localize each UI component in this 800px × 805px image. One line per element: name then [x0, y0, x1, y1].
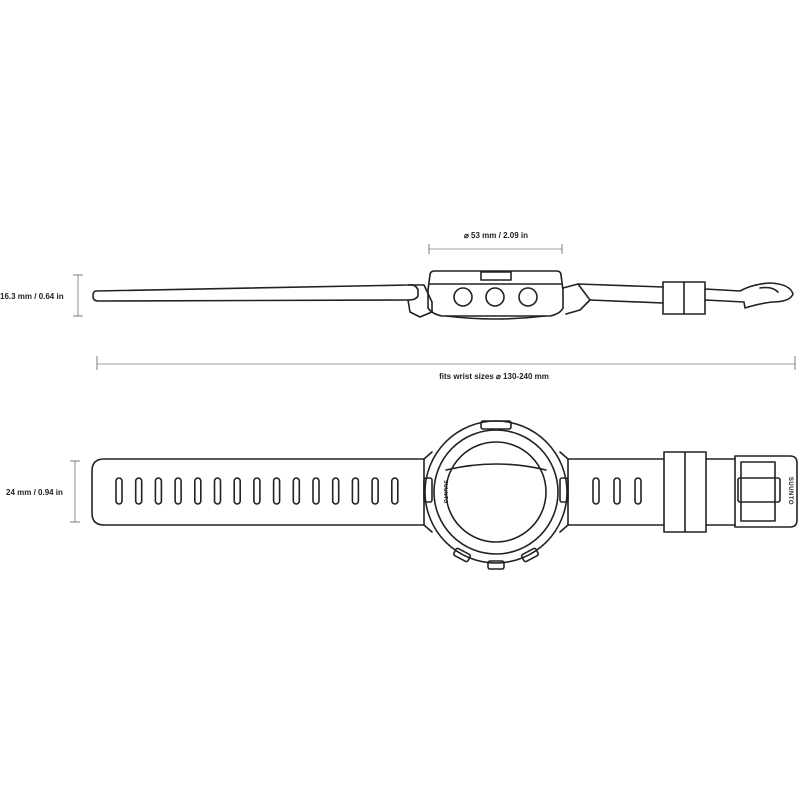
watch-display	[445, 441, 547, 543]
strap-width-label: 24 mm / 0.94 in	[6, 488, 63, 497]
strap-hole	[613, 477, 621, 505]
strap-hole	[174, 477, 182, 505]
side-pusher-middle	[485, 287, 505, 307]
bottom-pusher-left	[452, 547, 472, 563]
top-left-strap	[91, 458, 425, 526]
left-strap-holes	[115, 477, 399, 505]
strap-hole	[331, 477, 340, 505]
side-pusher-right	[518, 287, 538, 307]
dimension-strap-width: 24 mm / 0.94 in	[6, 460, 80, 523]
strap-hole	[213, 477, 222, 505]
side-pusher-left	[453, 287, 473, 307]
bottom-pusher-right	[520, 547, 540, 563]
strap-hole	[194, 477, 202, 505]
strap-hole	[272, 477, 281, 505]
top-buckle-frame	[734, 455, 798, 528]
top-crown-button	[480, 420, 512, 430]
watch-bezel	[433, 429, 559, 555]
side-case-bottom	[445, 315, 546, 320]
case-thickness-label: 16.3 mm / 0.64 in	[0, 292, 64, 301]
side-view: ⌀ 53 mm / 2.09 in 16.3 mm / 0.64 in fits…	[0, 231, 796, 381]
dimension-case-diameter: ⌀ 53 mm / 2.09 in	[428, 231, 563, 254]
top-strap-end	[705, 458, 736, 526]
side-right-strap	[577, 283, 664, 304]
buckle-logo: SUUNTO	[787, 477, 793, 505]
side-button-right	[559, 477, 569, 503]
case-diameter-label: ⌀ 53 mm / 2.09 in	[464, 231, 528, 240]
side-buckle	[704, 282, 794, 309]
strap-hole	[292, 477, 301, 505]
watch-bezel-detail	[445, 463, 547, 471]
top-buckle-tongue	[737, 477, 781, 503]
strap-hole	[115, 477, 123, 505]
dimension-case-thickness: 16.3 mm / 0.64 in	[0, 274, 83, 317]
top-buckle-inner	[740, 461, 776, 522]
strap-hole	[390, 477, 399, 505]
right-strap-holes	[592, 477, 642, 505]
strap-hole	[233, 477, 241, 505]
strap-hole	[592, 477, 600, 505]
strap-hole	[134, 477, 143, 505]
strap-hole	[371, 477, 379, 505]
wrist-sizes-label: fits wrist sizes ⌀ 130-240 mm	[439, 372, 549, 381]
dimension-wrist-sizes: fits wrist sizes ⌀ 130-240 mm	[96, 356, 796, 381]
strap-hole	[154, 477, 163, 505]
strap-hole	[312, 477, 320, 505]
top-view: SUUNTO SUUNTO 24 mm / 0.94 in	[6, 420, 798, 570]
side-right-lug	[562, 283, 591, 315]
strap-hole	[253, 477, 261, 505]
side-watch-case	[427, 270, 564, 317]
strap-hole	[634, 477, 642, 505]
side-top-button	[480, 271, 512, 281]
bottom-pusher-middle	[487, 560, 505, 570]
side-button-left	[423, 477, 433, 503]
bezel-logo: SUUNTO	[442, 480, 448, 503]
side-buckle-tongue	[759, 286, 779, 293]
strap-hole	[351, 477, 360, 505]
top-right-strap	[567, 458, 665, 526]
side-left-strap	[92, 284, 419, 302]
